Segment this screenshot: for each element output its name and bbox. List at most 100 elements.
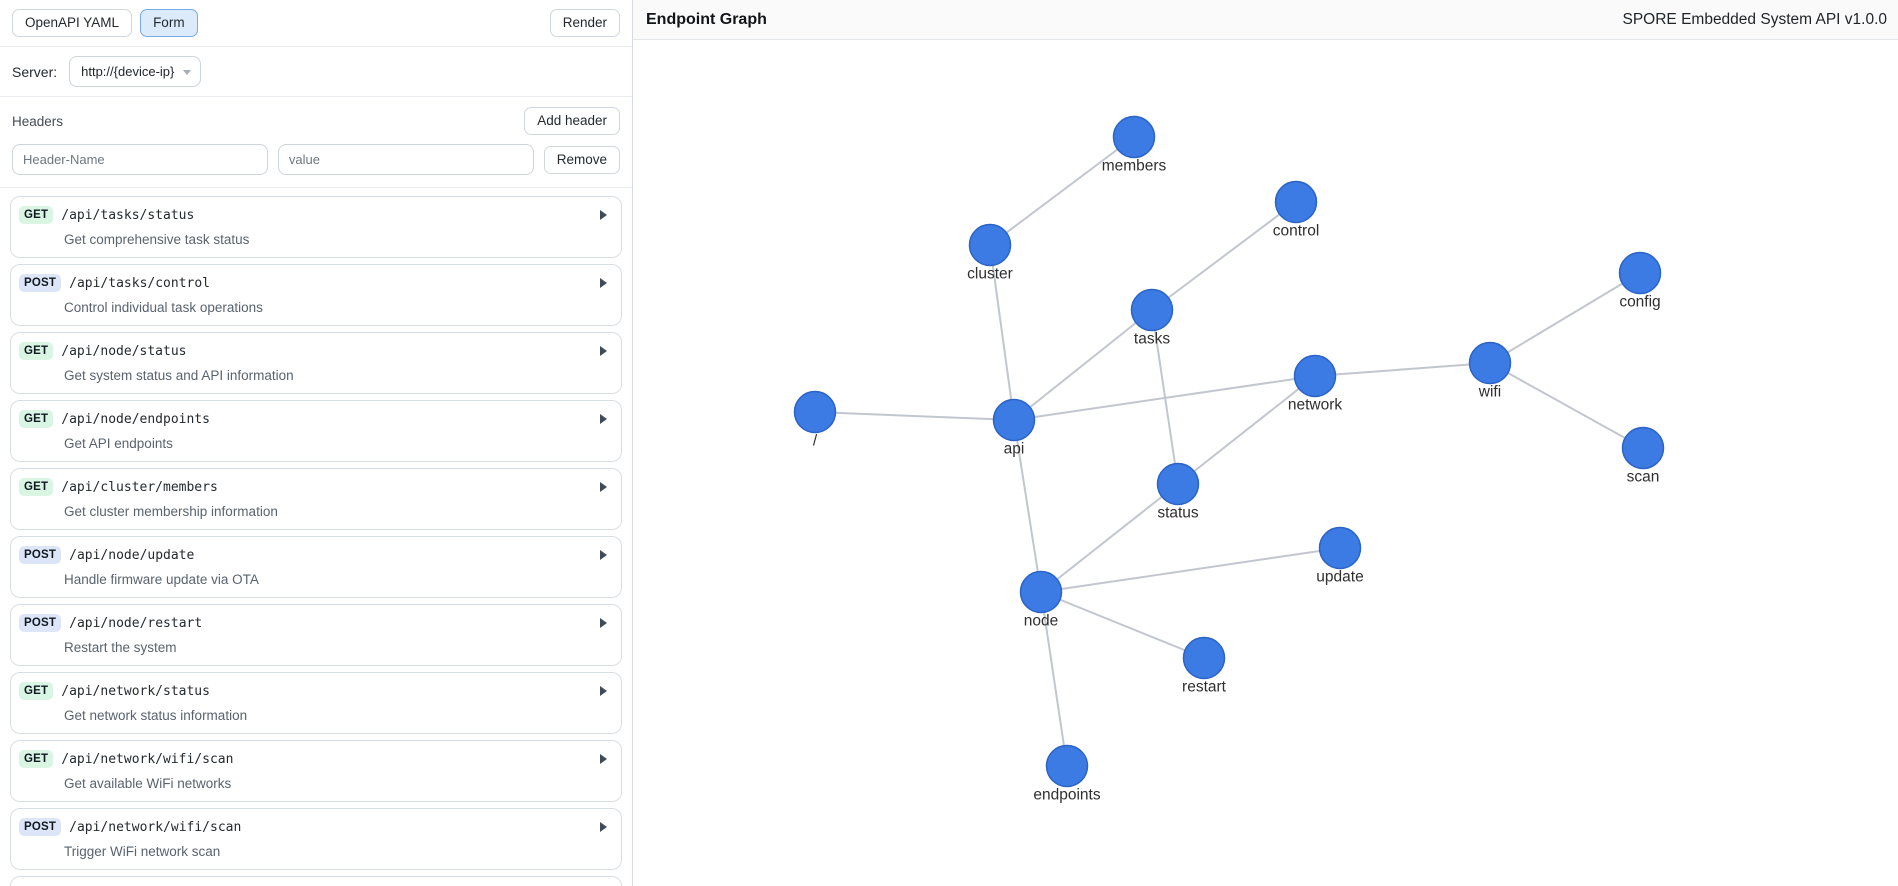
toolbar: OpenAPI YAML Form Render bbox=[0, 0, 632, 47]
chevron-down-icon bbox=[183, 69, 192, 75]
render-button[interactable]: Render bbox=[549, 9, 620, 37]
graph-node-node[interactable] bbox=[1019, 570, 1063, 614]
graph-node-members[interactable] bbox=[1112, 115, 1156, 159]
graph-edge-node-endpoints bbox=[1040, 591, 1068, 767]
expand-arrow-icon[interactable] bbox=[600, 482, 607, 492]
graph-node-api[interactable] bbox=[992, 398, 1036, 442]
server-label: Server: bbox=[12, 63, 58, 80]
graph-node-label-endpoints: endpoints bbox=[1033, 787, 1100, 804]
endpoint-path: /api/node/restart bbox=[69, 615, 203, 631]
method-badge: GET bbox=[19, 682, 54, 700]
graph-node-label-root: / bbox=[813, 433, 818, 450]
server-row: Server: http://{device-ip} bbox=[0, 47, 632, 97]
endpoint-description: Get API endpoints bbox=[64, 436, 173, 451]
server-select-value: http://{device-ip} bbox=[81, 64, 175, 79]
endpoint-description: Control individual task operations bbox=[64, 300, 263, 315]
api-version-title: SPORE Embedded System API v1.0.0 bbox=[1622, 10, 1888, 28]
graph-edge-network-status bbox=[1177, 375, 1316, 485]
endpoint-card[interactable]: POST/api/network/wifi/config bbox=[10, 876, 622, 886]
endpoint-description: Trigger WiFi network scan bbox=[64, 844, 221, 859]
endpoint-description: Restart the system bbox=[64, 640, 177, 655]
method-badge: POST bbox=[19, 614, 62, 632]
expand-arrow-icon[interactable] bbox=[600, 822, 607, 832]
graph-node-label-update: update bbox=[1316, 569, 1363, 586]
graph-edge-wifi-scan bbox=[1489, 362, 1644, 449]
graph-header: Endpoint Graph SPORE Embedded System API… bbox=[633, 0, 1898, 40]
expand-arrow-icon[interactable] bbox=[600, 754, 607, 764]
method-badge: GET bbox=[19, 410, 54, 428]
expand-arrow-icon[interactable] bbox=[600, 414, 607, 424]
graph-edge-network-wifi bbox=[1314, 362, 1491, 377]
graph-edge-api-node bbox=[1013, 419, 1042, 593]
graph-edge-wifi-config bbox=[1489, 272, 1641, 364]
server-select[interactable]: http://{device-ip} bbox=[69, 56, 202, 87]
graph-node-scan[interactable] bbox=[1621, 426, 1665, 470]
expand-arrow-icon[interactable] bbox=[600, 550, 607, 560]
endpoint-description: Get network status information bbox=[64, 708, 248, 723]
graph-edge-api-cluster bbox=[989, 244, 1015, 421]
endpoint-path: /api/cluster/members bbox=[61, 479, 218, 495]
graph-node-restart[interactable] bbox=[1182, 636, 1226, 680]
graph-node-cluster[interactable] bbox=[968, 223, 1012, 267]
graph-node-label-network: network bbox=[1288, 397, 1343, 414]
endpoint-graph-canvas: /apiclustermemberstaskscontrolstatusnetw… bbox=[793, 115, 1665, 804]
expand-arrow-icon[interactable] bbox=[600, 278, 607, 288]
endpoint-path: /api/network/wifi/scan bbox=[69, 819, 242, 835]
expand-arrow-icon[interactable] bbox=[600, 346, 607, 356]
endpoint-path: /api/node/update bbox=[69, 547, 195, 563]
endpoint-path: /api/node/status bbox=[61, 343, 187, 359]
endpoint-description: Handle firmware update via OTA bbox=[64, 572, 259, 587]
graph-node-status[interactable] bbox=[1156, 462, 1200, 506]
endpoint-path: /api/tasks/status bbox=[61, 207, 195, 223]
graph-node-label-tasks: tasks bbox=[1134, 331, 1170, 348]
expand-arrow-icon[interactable] bbox=[600, 618, 607, 628]
graph-node-config[interactable] bbox=[1618, 251, 1662, 295]
graph-node-label-node: node bbox=[1024, 613, 1058, 630]
graph-node-label-control: control bbox=[1273, 223, 1320, 240]
graph-node-root[interactable] bbox=[793, 390, 837, 434]
endpoint-path: /api/tasks/control bbox=[69, 275, 211, 291]
form-button[interactable]: Form bbox=[140, 9, 198, 37]
graph-node-network[interactable] bbox=[1293, 354, 1337, 398]
add-header-button[interactable]: Add header bbox=[524, 107, 620, 135]
headers-section: Headers Add header Remove bbox=[0, 97, 632, 188]
method-badge: GET bbox=[19, 478, 54, 496]
method-badge: POST bbox=[19, 818, 62, 836]
header-name-input[interactable] bbox=[12, 144, 268, 175]
expand-arrow-icon[interactable] bbox=[600, 686, 607, 696]
expand-arrow-icon[interactable] bbox=[600, 210, 607, 220]
header-value-input[interactable] bbox=[277, 144, 534, 175]
graph-node-label-restart: restart bbox=[1182, 679, 1227, 696]
openapi-yaml-button[interactable]: OpenAPI YAML bbox=[12, 9, 133, 37]
endpoint-description: Get available WiFi networks bbox=[64, 776, 232, 791]
graph-edge-root-api bbox=[814, 411, 1015, 421]
graph-node-label-config: config bbox=[1619, 294, 1660, 311]
graph-edge-cluster-members bbox=[989, 136, 1135, 246]
graph-node-control[interactable] bbox=[1274, 180, 1318, 224]
graph-node-update[interactable] bbox=[1318, 526, 1362, 570]
graph-node-wifi[interactable] bbox=[1468, 341, 1512, 385]
graph-node-endpoints[interactable] bbox=[1045, 744, 1089, 788]
page-title: Endpoint Graph bbox=[646, 10, 767, 28]
graph-node-label-cluster: cluster bbox=[967, 266, 1013, 283]
method-badge: POST bbox=[19, 546, 62, 564]
graph-node-label-status: status bbox=[1157, 505, 1199, 522]
endpoint-path: /api/network/wifi/scan bbox=[61, 751, 234, 767]
method-badge: GET bbox=[19, 206, 54, 224]
endpoint-description: Get comprehensive task status bbox=[64, 232, 250, 247]
remove-header-button[interactable]: Remove bbox=[543, 145, 620, 174]
graph-node-tasks[interactable] bbox=[1130, 288, 1174, 332]
graph-node-label-scan: scan bbox=[1627, 469, 1660, 486]
